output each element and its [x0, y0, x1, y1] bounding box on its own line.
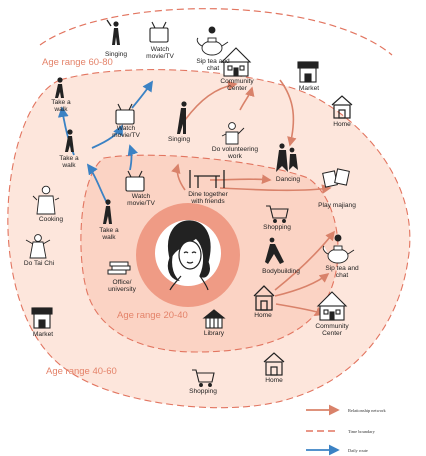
bodybuilding-icon	[265, 237, 284, 264]
label-do-tai-chi: Do Tai Chi	[23, 260, 55, 267]
label-home-mid: Home	[254, 312, 272, 319]
label-volunteering: Do volunteering work	[211, 146, 259, 161]
label-market-top: Market	[298, 85, 320, 92]
books-icon	[107, 261, 131, 275]
label-shopping-bottom: Shopping	[189, 388, 217, 395]
tv-icon-inner	[125, 170, 145, 192]
walker-icon-3	[103, 199, 112, 224]
teapot-icon-mid	[322, 234, 355, 264]
label-dine-together: Dine together with friends	[188, 191, 228, 206]
market-icon-top	[297, 61, 319, 83]
label-community-center-top: Community Center	[220, 78, 254, 93]
walker-icon-1	[55, 77, 64, 98]
label-bodybuilding: Bodybuilding	[262, 268, 300, 275]
tv-icon-mid	[115, 103, 135, 125]
home-icon-top	[331, 95, 353, 119]
tv-icon-top	[149, 21, 169, 43]
singer-icon-mid	[177, 101, 187, 134]
label-watch-tv-mid: Watch movie/TV	[112, 125, 140, 140]
majiang-icon	[322, 168, 350, 188]
label-take-walk-1: Take a walk	[51, 99, 71, 114]
cook-icon	[32, 185, 60, 215]
volunteer-icon	[221, 122, 245, 145]
label-market-mid: Market	[32, 331, 54, 338]
walker-icon-2	[65, 129, 74, 152]
shopping-cart-icon-inner	[266, 205, 289, 223]
legend-time-boundary-label: Time boundary	[348, 429, 375, 434]
label-watch-tv-inner: Watch movie/TV	[127, 193, 155, 208]
label-community-center-mid: Community Center	[315, 323, 349, 338]
label-sip-tea-top: Sip tea and chat	[196, 58, 230, 73]
label-singing-mid: Singing	[168, 136, 190, 143]
age-range-inner-label: Age range 20-40	[117, 310, 188, 321]
label-play-majiang: Play majiang	[318, 202, 356, 209]
label-take-walk-3: Take a walk	[99, 227, 119, 242]
woman-portrait-icon	[167, 220, 211, 291]
home-icon-bottom	[263, 352, 285, 376]
outer-time-boundary-arc	[39, 8, 393, 56]
label-library: Library	[203, 330, 225, 337]
label-dancing: Dancing	[275, 176, 301, 183]
label-shopping-inner: Shopping	[263, 224, 291, 231]
label-home-bottom: Home	[265, 377, 283, 384]
label-singing-top: Singing	[105, 51, 127, 58]
market-icon-mid	[31, 307, 53, 329]
tai-chi-icon	[25, 234, 51, 259]
dancers-icon	[276, 143, 298, 172]
label-take-walk-2: Take a walk	[59, 155, 79, 170]
legend-relationship-label: Relationship network	[348, 408, 386, 413]
dining-table-icon	[189, 170, 225, 188]
library-icon	[202, 309, 226, 329]
label-sip-tea-mid: Sip tea and chat	[325, 265, 359, 280]
shopping-cart-icon-bottom	[192, 369, 215, 387]
legend-daily-route-label: Daily route	[348, 448, 368, 453]
label-cooking: Cooking	[38, 216, 64, 223]
community-center-icon-mid	[316, 291, 348, 321]
label-watch-tv-top: Watch movie/TV	[146, 46, 174, 61]
label-home-top: Home	[333, 121, 351, 128]
teapot-icon-top	[196, 26, 229, 56]
label-office: Office/ university	[108, 279, 136, 294]
home-icon-mid	[253, 285, 275, 311]
age-range-middle-label: Age range 40-60	[46, 366, 117, 377]
community-center-icon-top	[220, 47, 252, 77]
relationship-arrows	[171, 79, 335, 317]
age-range-outer-label: Age range 60-80	[42, 57, 113, 68]
singer-icon-top	[106, 19, 120, 45]
